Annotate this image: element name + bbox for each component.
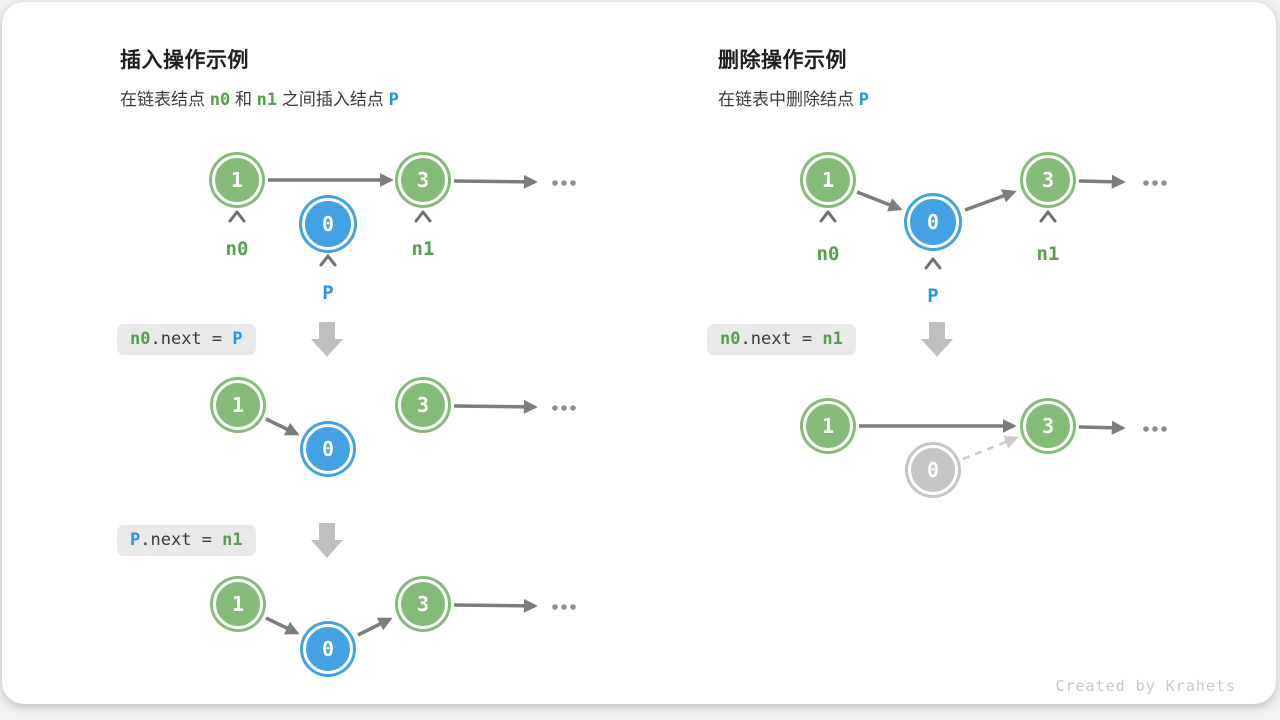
node-green-3: 3 [395, 377, 451, 433]
arrow-3-to-rest [453, 174, 538, 189]
arrow-1-to-p [856, 190, 903, 212]
svg-text:1: 1 [822, 414, 834, 438]
token-p: P [858, 90, 869, 110]
token-n1: n1 [256, 90, 278, 110]
caret-up-icon [1039, 210, 1057, 223]
code-token: n1 [822, 329, 843, 349]
node-blue-p: 0 [904, 193, 962, 251]
svg-text:1: 1 [232, 592, 244, 616]
arrow-p-to-3 [964, 189, 1017, 212]
caret-up-icon [924, 257, 942, 270]
arrow-3-to-rest [453, 399, 538, 414]
svg-text:1: 1 [232, 393, 244, 417]
token-p: P [388, 90, 399, 110]
node-green-1: 1 [210, 576, 266, 632]
down-arrow-icon [921, 322, 953, 357]
watermark: Created by Krahets [1055, 677, 1236, 695]
ellipsis-dots [552, 180, 576, 186]
right-panel-title: 删除操作示例 [718, 49, 847, 72]
node-green-1: 1 [800, 152, 856, 208]
dashed-arrow-deleted-to-3 [962, 435, 1019, 461]
svg-text:0: 0 [322, 437, 334, 461]
code-token: P [130, 530, 141, 550]
label-p: P [927, 285, 938, 307]
svg-text:0: 0 [322, 637, 334, 661]
svg-text:1: 1 [231, 168, 243, 192]
insert-step2: 1 3 0 [210, 377, 576, 477]
ellipsis-dots [1143, 180, 1167, 186]
svg-text:3: 3 [417, 168, 429, 192]
node-green-3: 3 [1020, 398, 1076, 454]
linked-list-diagram: 1 3 0 n0 n1 P [209, 152, 1167, 677]
subtitle-text: 之间插入结点 [277, 90, 389, 109]
code-token: n0 [130, 329, 151, 349]
subtitle-text: 在链表中删除结点 [718, 90, 859, 109]
svg-text:0: 0 [927, 458, 939, 482]
node-green-3: 3 [395, 152, 451, 208]
code-box-p-next-n1: P.next = n1 [117, 525, 256, 556]
svg-text:0: 0 [927, 210, 939, 234]
arrow-3-to-rest [1078, 174, 1126, 189]
subtitle-text: 和 [230, 90, 257, 109]
code-box-n0-next-p: n0.next = P [117, 324, 256, 355]
arrow-p-to-3 [357, 617, 393, 637]
svg-text:3: 3 [1042, 168, 1054, 192]
arrow-3-to-rest [1078, 420, 1126, 435]
right-panel-subtitle: 在链表中删除结点 P [718, 85, 869, 110]
code-token: P [232, 329, 243, 349]
down-arrow-icon [311, 523, 343, 558]
delete-step2: 1 3 0 [800, 398, 1167, 498]
node-green-1: 1 [800, 398, 856, 454]
node-blue-p: 0 [299, 195, 357, 253]
label-p: P [322, 282, 333, 304]
code-token: .next = [740, 329, 823, 349]
code-token: .next = [140, 530, 223, 550]
svg-text:3: 3 [417, 393, 429, 417]
code-box-n0-next-n1: n0.next = n1 [707, 324, 856, 355]
svg-text:3: 3 [417, 592, 429, 616]
down-arrow-icon [311, 322, 343, 357]
label-n0: n0 [226, 238, 249, 260]
diagram-card: 插入操作示例 在链表结点 n0 和 n1 之间插入结点 P 删除操作示例 在链表… [2, 2, 1276, 704]
left-panel-title: 插入操作示例 [120, 49, 249, 72]
left-panel-subtitle: 在链表结点 n0 和 n1 之间插入结点 P [120, 85, 399, 110]
caret-up-icon [228, 210, 246, 223]
ellipsis-dots [552, 604, 576, 610]
caret-up-icon [819, 210, 837, 223]
node-green-3: 3 [395, 576, 451, 632]
ellipsis-dots [552, 405, 576, 411]
svg-text:0: 0 [322, 212, 334, 236]
code-token: n1 [222, 530, 243, 550]
delete-step1: 1 3 0 n0 n1 P [800, 152, 1167, 307]
caret-up-icon [414, 210, 432, 223]
arrow-1-to-p [265, 417, 300, 436]
node-blue-p: 0 [300, 621, 356, 677]
node-green-1: 1 [210, 377, 266, 433]
svg-text:1: 1 [822, 168, 834, 192]
insert-step3: 1 3 0 [210, 576, 576, 677]
node-blue-p: 0 [300, 421, 356, 477]
arrow-1-to-p [265, 616, 300, 635]
caret-up-icon [319, 254, 337, 267]
label-n1: n1 [1037, 243, 1060, 265]
code-token: n0 [720, 329, 741, 349]
node-gray-deleted: 0 [905, 442, 961, 498]
node-green-1: 1 [209, 152, 265, 208]
arrow-3-to-rest [453, 598, 538, 613]
ellipsis-dots [1143, 426, 1167, 432]
subtitle-text: 在链表结点 [120, 90, 210, 109]
insert-step1: 1 3 0 n0 n1 P [209, 152, 576, 304]
code-token: .next = [150, 329, 233, 349]
node-green-3: 3 [1020, 152, 1076, 208]
label-n1: n1 [412, 238, 435, 260]
label-n0: n0 [817, 243, 840, 265]
token-n0: n0 [209, 90, 231, 110]
svg-text:3: 3 [1042, 414, 1054, 438]
